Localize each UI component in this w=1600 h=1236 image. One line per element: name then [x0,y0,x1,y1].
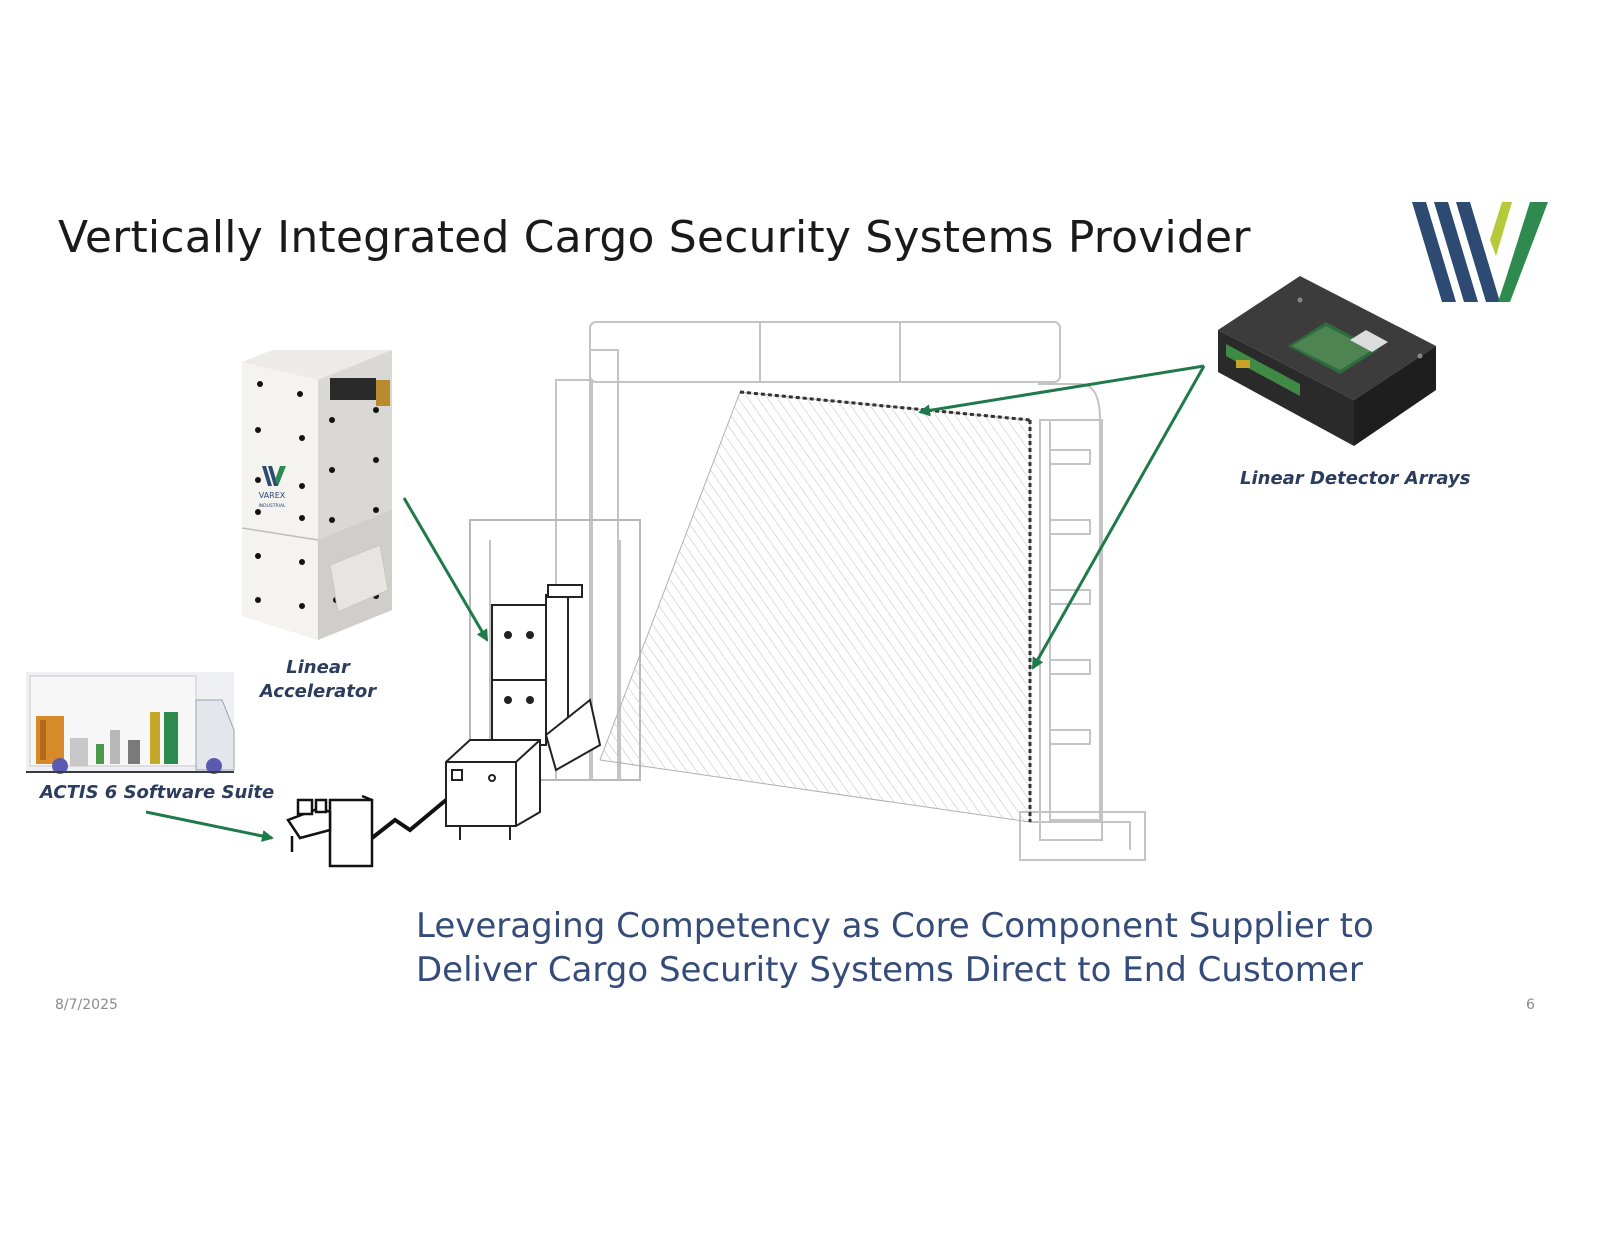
arrow-pointer-icon [145,364,1206,842]
caption-linear-detector-arrays: Linear Detector Arrays [1240,468,1471,489]
subtitle-line-1: Leveraging Competency as Core Component … [416,906,1374,946]
caption-linear-accelerator: Linear Accelerator [256,656,380,704]
slide-title: Vertically Integrated Cargo Security Sys… [58,212,1251,263]
subtitle-line-2: Deliver Cargo Security Systems Direct to… [416,950,1363,990]
accelerator-brand-sublabel: INDUSTRIAL [258,503,286,509]
caption-linear-accelerator-line1: Linear [286,657,350,678]
accelerator-logo-icon [262,466,286,486]
linear-accelerator-image: VAREX INDUSTRIAL [241,350,392,640]
computer-workstation-icon [286,794,374,868]
linear-detector-image [1218,276,1436,446]
cable [370,798,448,840]
footer-page-number: 6 [1526,997,1535,1013]
software-suite-image [26,672,235,774]
caption-software-suite: ACTIS 6 Software Suite [40,782,275,803]
footer-date: 8/7/2025 [55,997,118,1013]
gantry-frame [469,321,1146,861]
xray-fan-beam [599,391,1031,823]
caption-linear-accelerator-line2: Accelerator [259,681,377,702]
slide-subtitle: Leveraging Competency as Core Component … [416,904,1374,992]
accelerator-brand-label: VAREX [259,491,286,500]
varex-logo-icon [1412,202,1548,302]
control-cabinet [445,739,541,840]
gantry-accelerator-unit [491,584,602,772]
